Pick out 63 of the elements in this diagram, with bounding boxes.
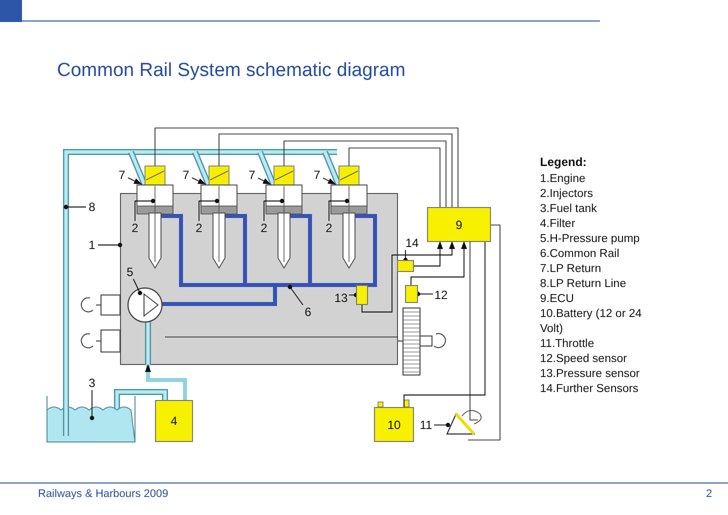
filter-box: 4	[155, 400, 193, 442]
legend-item: 14.Further Sensors	[540, 382, 640, 397]
callout-number: 2	[193, 221, 205, 235]
leader-line	[134, 198, 156, 222]
battery-box: 10	[374, 407, 414, 442]
legend-item: 13.Pressure sensor	[540, 367, 641, 382]
legend-item: 9.ECU	[540, 292, 575, 307]
legend-item: 7.LP Return	[540, 262, 602, 277]
leader-line	[434, 422, 450, 428]
callout-number: 2	[323, 221, 335, 235]
signal-wire	[410, 241, 467, 286]
leader-line	[258, 178, 271, 184]
callout-number: 3	[86, 376, 98, 390]
callout-number: 7	[246, 168, 258, 182]
sensor-box	[405, 285, 418, 303]
leader-line	[288, 284, 304, 306]
leader-line	[198, 198, 220, 222]
footer-text: Railways & Harbours 2009	[38, 488, 168, 500]
callout-number: 2	[129, 221, 141, 235]
callout-number: 8	[86, 200, 98, 214]
page-number: 2	[706, 488, 712, 500]
leader-line	[416, 292, 434, 296]
legend-item: 10.Battery (12 or 24 Volt)	[540, 307, 643, 337]
callout-number: 7	[116, 168, 128, 182]
signal-wire	[414, 241, 443, 266]
legend-item: 11.Throttle	[540, 337, 596, 352]
leader-line	[348, 292, 358, 298]
legend-item: 2.Injectors	[540, 187, 594, 202]
leader-line	[264, 198, 284, 222]
callout-number: 13	[333, 291, 349, 305]
signal-wire	[362, 241, 455, 312]
legend-item: 4.Filter	[540, 217, 576, 232]
callout-number: 7	[311, 168, 323, 182]
legend-item: 3.Fuel tank	[540, 202, 598, 217]
leader-line	[403, 250, 408, 262]
legend-item: 5.H-Pressure pump	[540, 232, 641, 247]
ecu-box: 9	[427, 207, 491, 242]
leader-line	[328, 198, 350, 222]
callout-number: 12	[433, 288, 449, 302]
legend-item: 12.Speed sensor	[540, 352, 628, 367]
sensor-box	[397, 260, 414, 272]
leader-line	[132, 278, 142, 296]
callout-number: 2	[258, 221, 270, 235]
callout-number: 6	[302, 305, 314, 319]
leader-line	[64, 204, 86, 210]
legend-item: 1.Engine	[540, 172, 586, 187]
sensor-box	[356, 285, 368, 305]
leader-line	[128, 177, 142, 184]
leader-line	[98, 242, 122, 248]
legend-item: 6.Common Rail	[540, 247, 620, 262]
callout-number: 11	[418, 418, 434, 432]
title: Common Rail System schematic diagram	[57, 60, 406, 82]
legend-item: 8.LP Return Line	[540, 277, 628, 292]
leader-line	[90, 390, 94, 420]
callout-number: 14	[404, 236, 420, 250]
callout-number: 5	[124, 265, 136, 279]
callout-number: 1	[86, 238, 98, 252]
legend-heading: Legend:	[540, 155, 587, 169]
fuel-pipe	[145, 364, 187, 400]
signal-wire	[404, 242, 486, 408]
callout-number: 7	[180, 168, 192, 182]
leader-line	[322, 178, 336, 184]
leader-line	[192, 177, 206, 184]
